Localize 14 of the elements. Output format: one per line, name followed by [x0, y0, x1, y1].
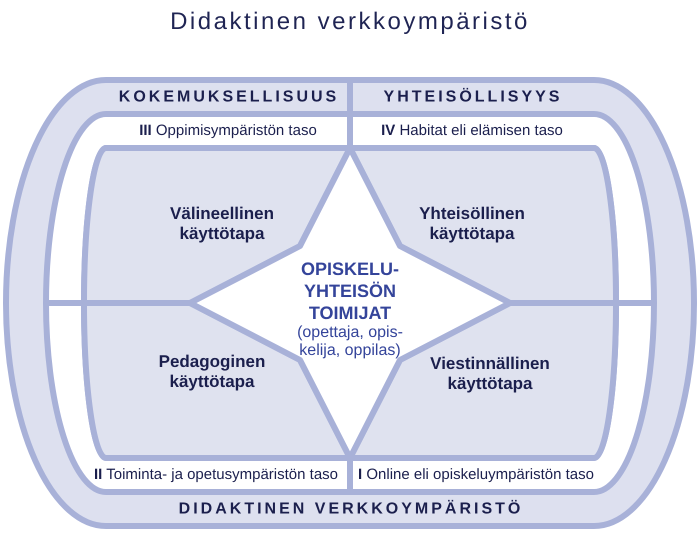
level-label: II Toiminta- ja opetusympäristön taso — [94, 466, 338, 484]
quadrant-label: Välineellinen käyttötapa — [169, 204, 275, 244]
center-heading: OPISKELU- YHTEISÖN TOIMIJAT — [300, 258, 400, 324]
ring-heading: YHTEISÖLLISYYS — [384, 88, 562, 106]
level-label: IV Habitat eli elämisen taso — [381, 122, 563, 140]
ring-heading: KOKEMUKSELLISUUS — [118, 88, 340, 106]
level-label: I Online eli opiskeluympäristön taso — [358, 466, 594, 484]
ring-heading: DIDAKTINEN VERKKOYMPÄRISTÖ — [178, 500, 524, 518]
level-label: III Oppimisympäristön taso — [139, 122, 317, 140]
diagram-title: Didaktinen verkkoympäristö — [170, 8, 530, 36]
center-subtext: (opettaja, opis- kelija, oppilas) — [296, 324, 404, 360]
quadrant-label: Viestinnällinen käyttötapa — [429, 354, 551, 394]
quadrant-label: Yhteisöllinen käyttötapa — [418, 204, 526, 244]
quadrant-label: Pedagoginen käyttötapa — [158, 352, 266, 392]
